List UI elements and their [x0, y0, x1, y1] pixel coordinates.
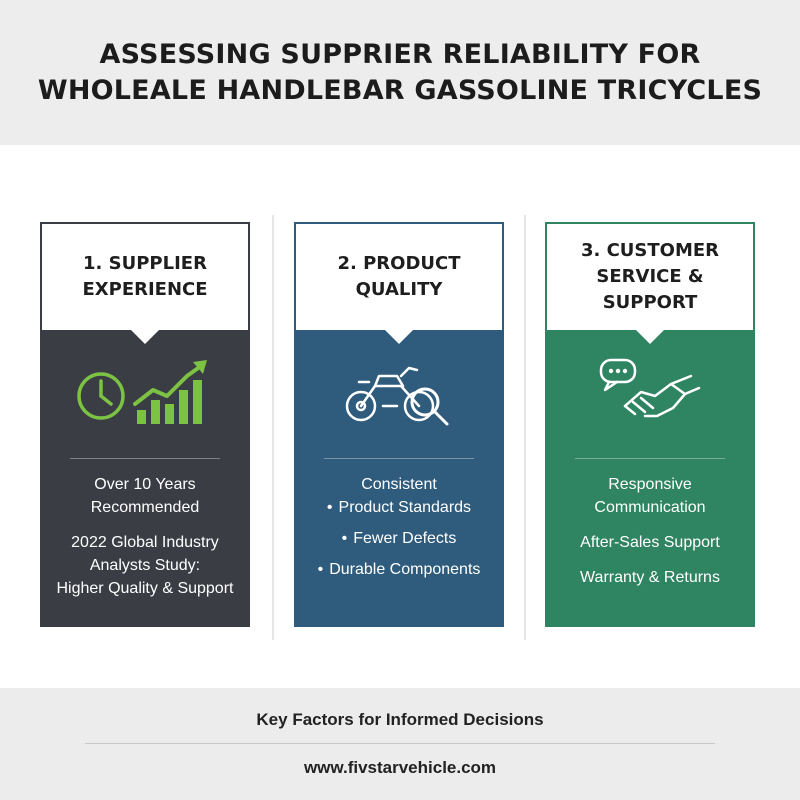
card-line: Responsive: [608, 476, 692, 493]
card-separator: [575, 458, 725, 459]
card-notch: [635, 329, 665, 344]
card-heading: 3. CUSTOMER SERVICE & SUPPORT: [580, 240, 720, 313]
list-item: •Product Standards: [326, 499, 472, 516]
footer: Key Factors for Informed Decisions www.f…: [0, 688, 800, 800]
card-separator: [70, 458, 220, 459]
card-header: 1. SUPPLIER EXPERIENCE: [40, 222, 250, 344]
card-customer-service: 3. CUSTOMER SERVICE & SUPPORT: [545, 222, 755, 627]
card-line: After-Sales Support: [580, 534, 720, 551]
list-item: •Fewer Defects: [341, 530, 457, 547]
card-line: Warranty & Returns: [580, 569, 720, 586]
card-header: 2. PRODUCT QUALITY: [294, 222, 504, 344]
card-header: 3. CUSTOMER SERVICE & SUPPORT: [545, 222, 755, 344]
page-title-line-1: ASSESSING SUPPRIER RELIABILITY FOR: [99, 38, 701, 70]
card-text: Consistent: [361, 473, 437, 496]
column-divider-2: [524, 215, 526, 640]
card-body: Responsive Communication After-Sales Sup…: [545, 330, 755, 627]
card-heading: 1. SUPPLIER EXPERIENCE: [82, 253, 208, 300]
chat-handshake-icon: [545, 330, 755, 458]
card-notch: [130, 329, 160, 344]
card-text: Responsive Communication After-Sales Sup…: [580, 473, 720, 589]
bullet-list: •Product Standards •Fewer Defects •Durab…: [318, 496, 481, 589]
clock-and-growth-chart-icon: [40, 330, 250, 458]
card-text: Over 10 Years Recommended 2022 Global In…: [57, 473, 234, 600]
card-supplier-experience: 1. SUPPLIER EXPERIENCE: [40, 222, 250, 627]
card-body: Consistent •Product Standards •Fewer Def…: [294, 330, 504, 627]
header: ASSESSING SUPPRIER RELIABILITY FOR WHOLE…: [0, 0, 800, 145]
footer-divider: [85, 743, 715, 744]
column-divider-1: [272, 215, 274, 640]
card-notch: [384, 329, 414, 344]
card-line: Communication: [594, 499, 706, 516]
card-heading: 2. PRODUCT QUALITY: [337, 253, 461, 300]
card-intro: Consistent: [361, 476, 437, 493]
card-body: Over 10 Years Recommended 2022 Global In…: [40, 330, 250, 627]
page-title-line-2: WHOLEALE HANDLEBAR GASSOLINE TRICYCLES: [37, 74, 763, 106]
card-line: 2022 Global Industry: [71, 534, 219, 551]
card-line: Over 10 Years: [94, 476, 196, 493]
motorbike-magnifier-icon: [294, 330, 504, 458]
list-item: •Durable Components: [317, 561, 481, 578]
card-line: Higher Quality & Support: [56, 580, 234, 597]
card-line: Analysts Study:: [89, 557, 201, 574]
footer-tagline: Key Factors for Informed Decisions: [256, 710, 544, 729]
card-product-quality: 2. PRODUCT QUALITY: [294, 222, 504, 627]
website-link[interactable]: www.fivstarvehicle.com: [303, 758, 497, 777]
card-separator: [324, 458, 474, 459]
card-line: Recommended: [90, 499, 200, 516]
